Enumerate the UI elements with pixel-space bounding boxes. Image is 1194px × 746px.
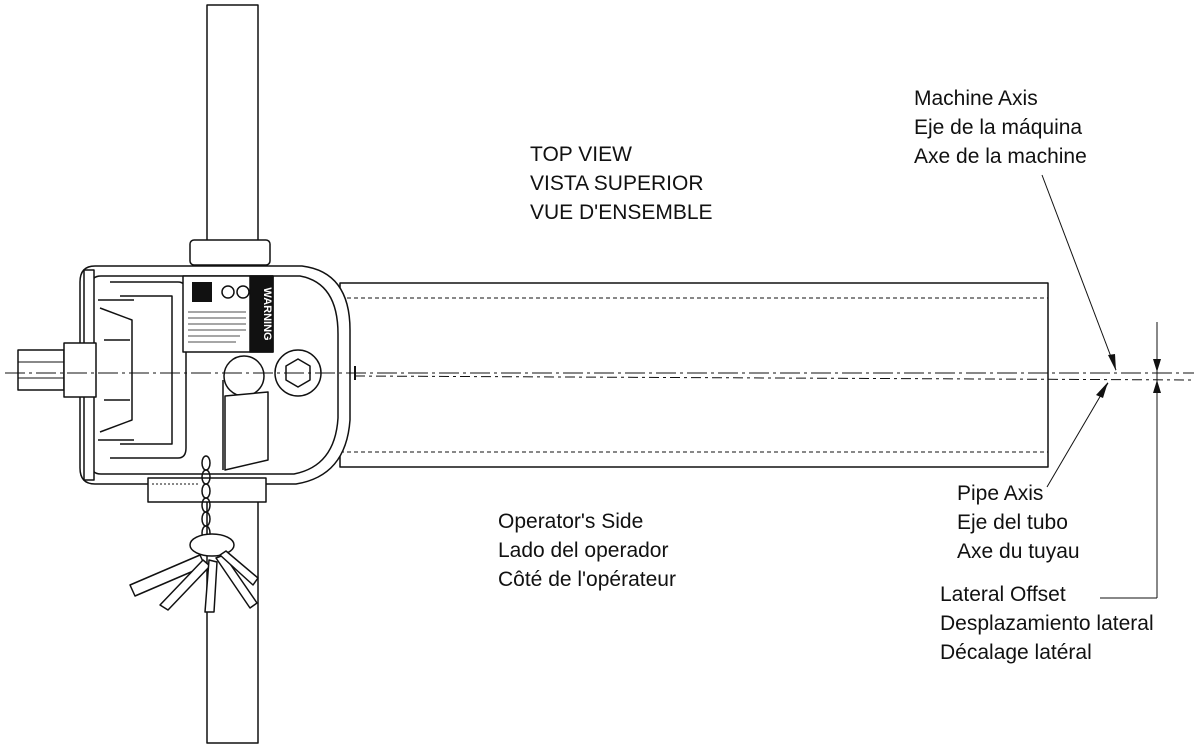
machine-axis-en: Machine Axis bbox=[914, 87, 1038, 110]
machine-axis-fr: Axe de la machine bbox=[914, 145, 1087, 168]
machine-axis-leader bbox=[1041, 174, 1117, 371]
operator-side-en: Operator's Side bbox=[498, 510, 644, 533]
lever-arm bbox=[224, 391, 269, 471]
operator-side-fr: Côté de l'opérateur bbox=[498, 568, 676, 591]
pipe-axis-fr: Axe du tuyau bbox=[957, 540, 1080, 563]
machine-axis-es: Eje de la máquina bbox=[914, 116, 1083, 139]
lateral-offset-en: Lateral Offset bbox=[940, 583, 1066, 606]
view-title-en: TOP VIEW bbox=[530, 143, 632, 166]
machine-axis-label: Machine Axis Eje de la máquina Axe de la… bbox=[914, 84, 1087, 171]
lateral-offset-es: Desplazamiento lateral bbox=[940, 612, 1154, 635]
operator-side-label: Operator's Side Lado del operador Côté d… bbox=[498, 507, 676, 594]
upper-bracket bbox=[189, 239, 271, 266]
pipe-axis-label: Pipe Axis Eje del tubo Axe du tuyau bbox=[957, 479, 1080, 566]
view-title-label: TOP VIEW VISTA SUPERIOR VUE D'ENSEMBLE bbox=[530, 140, 713, 227]
lateral-offset-fr: Décalage latéral bbox=[940, 641, 1092, 664]
lateral-offset-label: Lateral Offset Desplazamiento lateral Dé… bbox=[940, 580, 1154, 667]
pipe-axis-es: Eje del tubo bbox=[957, 511, 1068, 534]
view-title-fr: VUE D'ENSEMBLE bbox=[530, 201, 713, 224]
view-title-es: VISTA SUPERIOR bbox=[530, 172, 704, 195]
round-knob bbox=[223, 355, 265, 397]
pipe-axis-en: Pipe Axis bbox=[957, 482, 1044, 505]
pipe-axis-line bbox=[354, 375, 1194, 381]
tool-handle bbox=[129, 533, 259, 613]
operator-side-es: Lado del operador bbox=[498, 539, 669, 562]
warning-decal-heading: WARNING bbox=[261, 287, 273, 340]
warning-decal-graphic bbox=[182, 275, 274, 353]
drive-shaft bbox=[17, 342, 97, 398]
pipe-axis-leader bbox=[1046, 382, 1109, 488]
pipe bbox=[339, 282, 1049, 468]
